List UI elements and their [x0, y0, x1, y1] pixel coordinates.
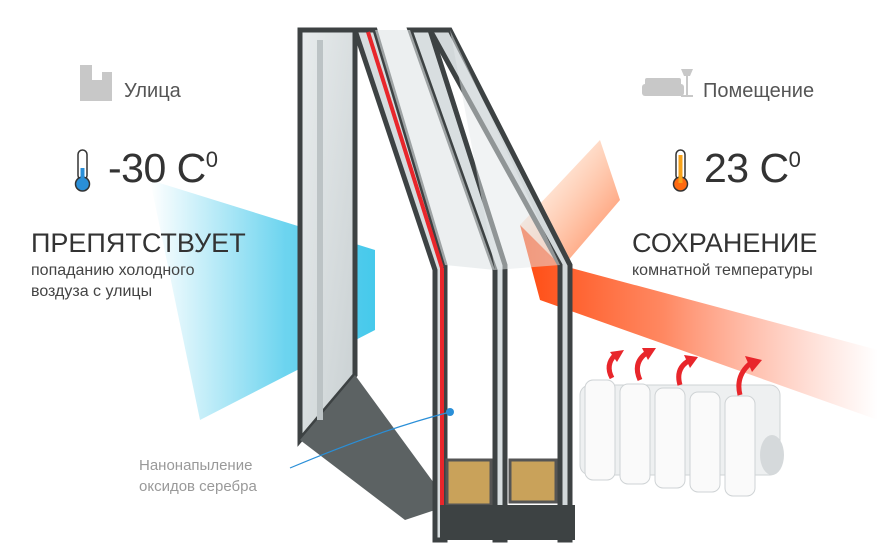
inside-label: Помещение: [703, 80, 815, 102]
cold-thermometer-icon: [74, 149, 91, 192]
sofa-lamp-icon: [642, 69, 693, 97]
silver-coating-layer: [366, 31, 444, 269]
outside-label: Улица: [124, 80, 181, 102]
outside-headline: ПРЕПЯТСТВУЕТ: [31, 228, 246, 258]
outside-description-2: воздуза с улицы: [31, 283, 153, 300]
coating-pointer-line: [289, 411, 451, 469]
coating-note-2: оксидов серебра: [139, 478, 257, 495]
inside-temperature-value: 23 C: [704, 145, 789, 191]
inside-description: комнатной температуры: [632, 262, 813, 279]
spacer-desiccant-1: [445, 458, 493, 507]
triple-glazed-window: [297, 27, 575, 543]
degree-mark: 0: [788, 147, 801, 172]
degree-mark: 0: [205, 147, 218, 172]
radiator-icon: [579, 379, 784, 497]
outside-temperature-value: -30 C: [108, 145, 206, 191]
warm-thermometer-icon: [672, 149, 689, 192]
coating-note-1: Нанонапыление: [139, 457, 253, 474]
inside-headline: СОХРАНЕНИЕ: [632, 228, 818, 258]
city-buildings-icon: [80, 65, 112, 101]
coating-pointer-dot: [446, 408, 454, 416]
outside-temperature: -30 C0: [108, 145, 218, 192]
spacer-desiccant-2: [508, 458, 558, 504]
outside-description-1: попаданию холодного: [31, 262, 195, 279]
warm-air-beam: [520, 225, 878, 420]
inside-temperature: 23 C0: [704, 145, 801, 192]
